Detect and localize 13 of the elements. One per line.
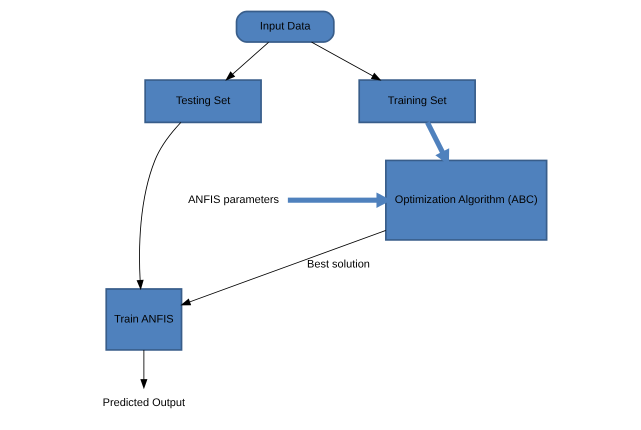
- arrow: [180, 230, 386, 306]
- node-box: Train ANFIS: [105, 288, 182, 351]
- node-box: Optimization Algorithm (ABC): [385, 160, 548, 241]
- arrow: [140, 350, 148, 390]
- node-box: Training Set: [358, 79, 476, 124]
- arrow: [225, 42, 269, 81]
- node-box: Testing Set: [144, 79, 262, 124]
- node-box: Input Data: [236, 10, 335, 43]
- arrow: [136, 122, 182, 290]
- edge-label: Best solution: [307, 258, 370, 270]
- node-text: Predicted Output: [102, 397, 186, 410]
- arrow: [311, 42, 382, 81]
- node-text: ANFIS parameters: [188, 194, 280, 206]
